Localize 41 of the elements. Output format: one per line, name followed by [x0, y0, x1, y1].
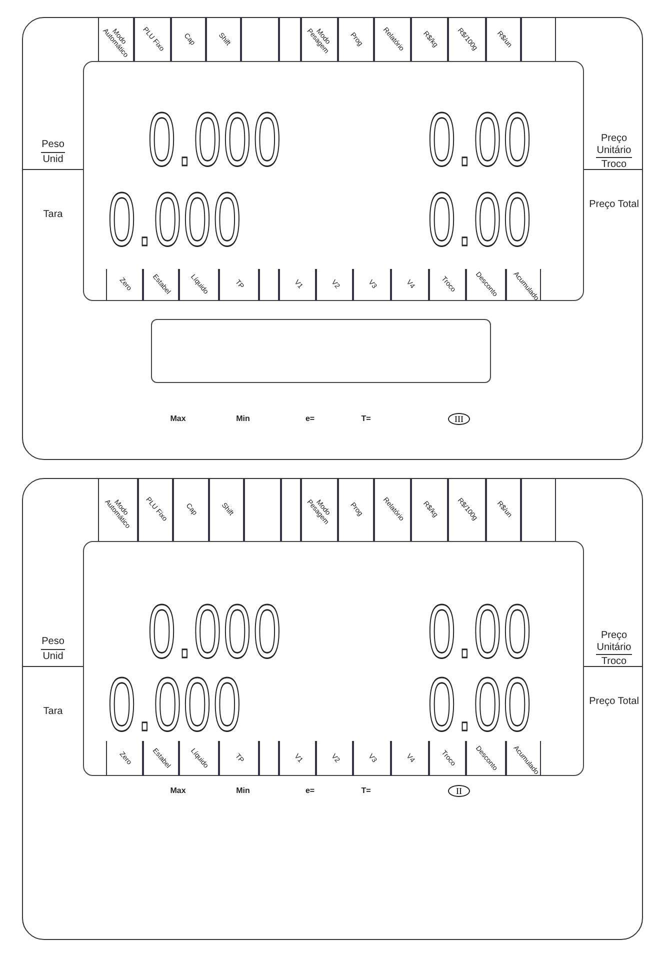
- side-label: Troco: [600, 656, 628, 668]
- side-label: Preço Total: [588, 199, 640, 210]
- spec-label: e=: [304, 786, 316, 796]
- display-panel: [22, 17, 643, 460]
- indicator-cell: [281, 479, 301, 541]
- side-label: Troco: [600, 159, 628, 170]
- spec-label: e=: [304, 414, 316, 424]
- accuracy-class-mark: II: [448, 785, 470, 797]
- side-label: Preço Unitário: [596, 630, 632, 653]
- side-label: Peso: [40, 636, 66, 648]
- spec-label: T=: [360, 414, 372, 424]
- indicator-cell: [259, 269, 279, 301]
- spec-label: Min: [235, 786, 251, 796]
- side-label: Preço Total: [588, 696, 640, 708]
- indicator-cell: [259, 741, 279, 776]
- segment-digits: 0.000: [108, 181, 244, 257]
- segment-digits: 0.000: [108, 666, 244, 742]
- side-label: Peso: [40, 139, 66, 150]
- spec-label: Max: [169, 786, 187, 796]
- segment-digits: 0.00: [428, 101, 534, 177]
- segment-digits: 0.000: [148, 593, 284, 669]
- side-label: Tara: [42, 706, 64, 718]
- display-panel: [22, 478, 643, 940]
- indicator-cell: [279, 18, 301, 61]
- side-label: Preço Unitário: [596, 133, 632, 156]
- indicator-cell: [244, 479, 281, 541]
- accuracy-class-mark: III: [448, 413, 470, 425]
- indicator-cell: [521, 479, 556, 541]
- spec-label: T=: [360, 786, 372, 796]
- indicator-cell: [241, 18, 279, 61]
- indicator-cell: [521, 18, 556, 61]
- blank-window: [151, 319, 491, 383]
- side-label: Unid: [42, 651, 64, 662]
- segment-digits: 0.00: [428, 181, 534, 257]
- spec-label: Min: [235, 414, 251, 424]
- spec-label: Max: [169, 414, 187, 424]
- side-label: Tara: [42, 209, 64, 220]
- segment-digits: 0.00: [428, 593, 534, 669]
- segment-digits: 0.00: [428, 666, 534, 742]
- segment-digits: 0.000: [148, 101, 284, 177]
- side-label: Unid: [42, 154, 64, 166]
